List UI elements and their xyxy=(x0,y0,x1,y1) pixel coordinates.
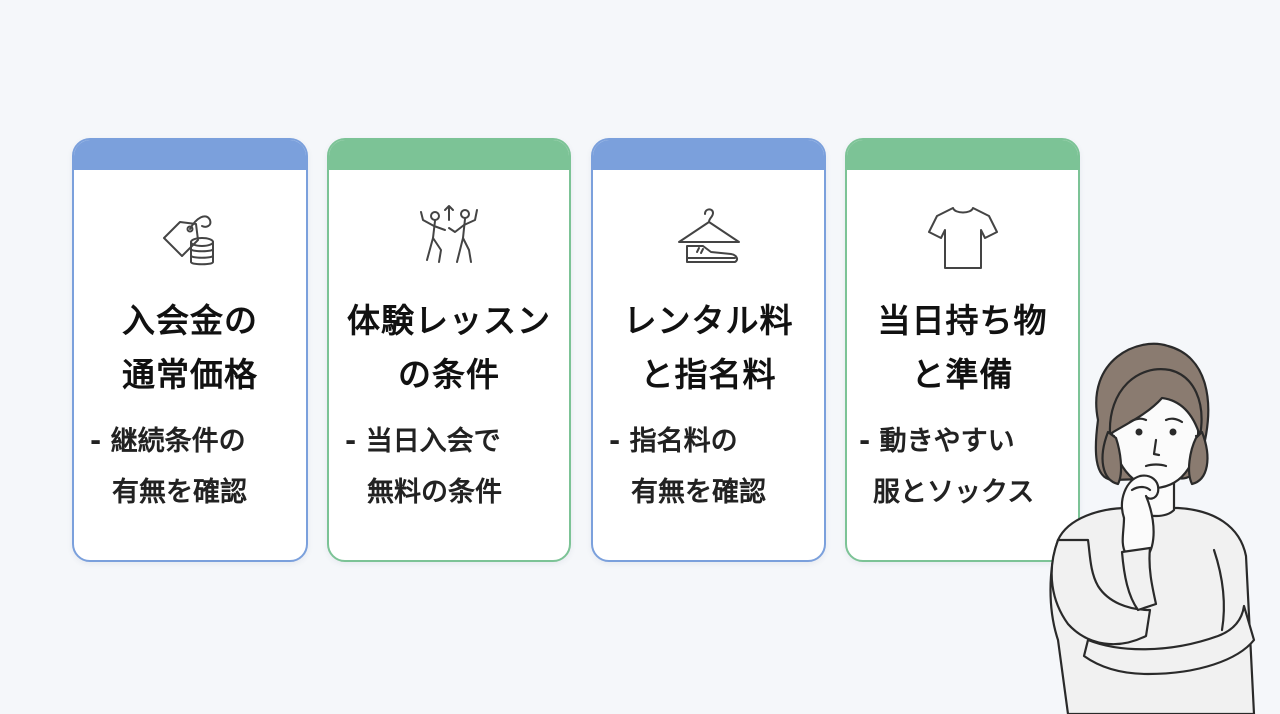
price-tag-coins-icon xyxy=(150,198,230,278)
card-title-line: レンタル料 xyxy=(623,301,794,340)
card-note: - 指名料の 有無を確認 xyxy=(593,416,824,518)
card-title: レンタル料 と指名料 xyxy=(593,294,824,402)
card-note-line: - 動きやすい xyxy=(859,426,1015,457)
card-note-line: 有無を確認 xyxy=(631,477,766,508)
card-accent-band xyxy=(847,140,1078,170)
card-title: 当日持ち物 と準備 xyxy=(847,294,1078,402)
card-note-line: - 継続条件の xyxy=(90,426,246,457)
card-accent-band xyxy=(74,140,306,170)
card-note-line: 服とソックス xyxy=(873,477,1035,508)
card-what-to-bring: 当日持ち物 と準備 - 動きやすい 服とソックス xyxy=(845,138,1080,562)
card-title-line: 通常価格 xyxy=(122,355,258,394)
card-note-line: - 当日入会で xyxy=(345,426,501,457)
card-note: - 当日入会で 無料の条件 xyxy=(329,416,569,518)
card-title-line: の条件 xyxy=(398,355,500,394)
card-rental-fee: レンタル料 と指名料 - 指名料の 有無を確認 xyxy=(591,138,826,562)
card-accent-band xyxy=(329,140,569,170)
card-title-line: 当日持ち物 xyxy=(877,301,1048,340)
thinking-woman-illustration xyxy=(1028,340,1280,714)
t-shirt-icon xyxy=(923,198,1003,278)
card-accent-band xyxy=(593,140,824,170)
dancers-icon xyxy=(409,198,489,278)
card-note-line: - 指名料の xyxy=(609,426,738,457)
card-title-line: と指名料 xyxy=(640,355,777,394)
card-title: 体験レッスン の条件 xyxy=(329,294,569,402)
hanger-shoe-icon xyxy=(669,198,749,278)
card-note-line: 有無を確認 xyxy=(112,477,247,508)
card-title-line: 体験レッスン xyxy=(347,301,551,340)
card-title-line: 入会金の xyxy=(122,301,258,340)
card-title: 入会金の 通常価格 xyxy=(74,294,306,402)
card-trial-lesson: 体験レッスン の条件 - 当日入会で 無料の条件 xyxy=(327,138,571,562)
card-title-line: と準備 xyxy=(911,355,1014,394)
card-note: - 動きやすい 服とソックス xyxy=(847,416,1078,518)
card-note-line: 無料の条件 xyxy=(367,477,502,508)
card-note: - 継続条件の 有無を確認 xyxy=(74,416,306,518)
card-entry-fee: 入会金の 通常価格 - 継続条件の 有無を確認 xyxy=(72,138,308,562)
